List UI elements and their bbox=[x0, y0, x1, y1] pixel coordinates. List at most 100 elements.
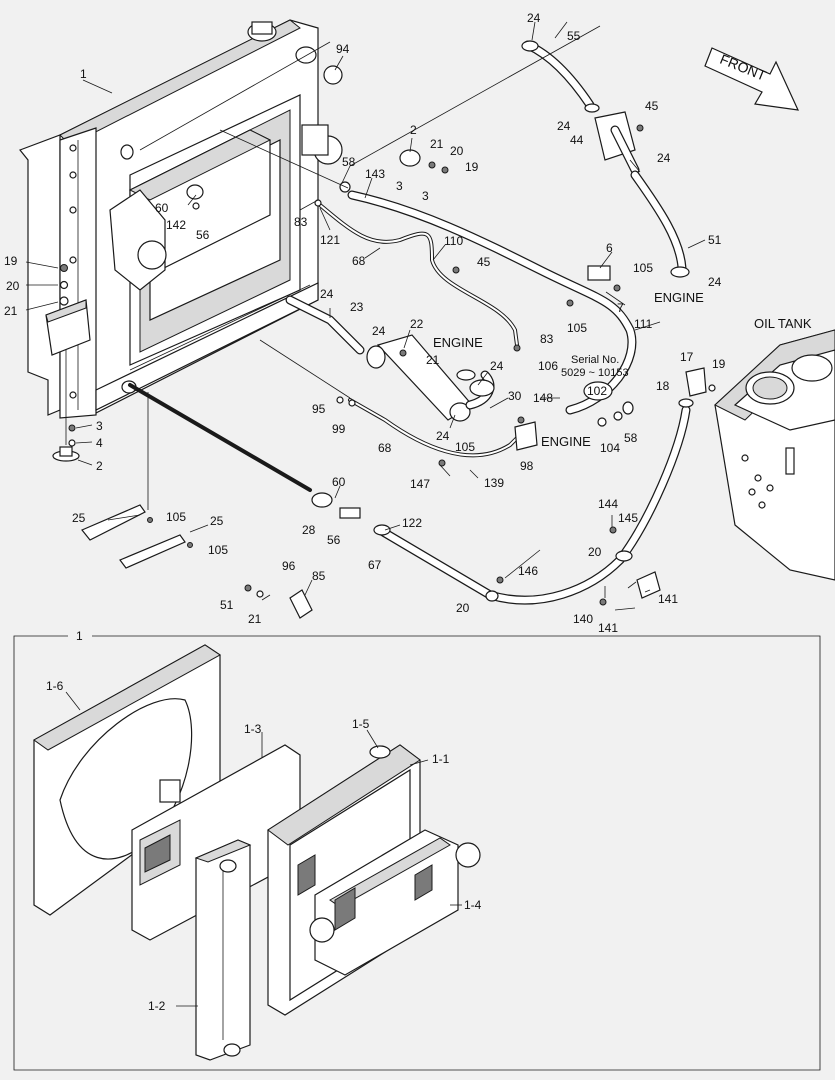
callout-102-lower: 105 bbox=[455, 440, 475, 454]
callout-56: 56 bbox=[196, 228, 210, 242]
callout-56-lower: 56 bbox=[327, 533, 341, 547]
callout-95: 94 bbox=[336, 42, 350, 56]
callout-147: 147 bbox=[410, 477, 430, 491]
callout-45-right: 25 bbox=[210, 514, 224, 528]
callout-55: 28 bbox=[302, 523, 316, 537]
callout-1: 1 bbox=[80, 67, 87, 81]
callout-96: 95 bbox=[312, 402, 326, 416]
engine-label-top: ENGINE bbox=[654, 290, 704, 305]
callout-68-top: 21 bbox=[430, 137, 444, 151]
callout-22: 21 bbox=[426, 353, 440, 367]
callout-18: 18 bbox=[656, 379, 670, 393]
callout-141: 141 bbox=[598, 621, 618, 635]
callout-2-left: 2 bbox=[96, 459, 103, 473]
callout-28-mid: 45 bbox=[477, 255, 491, 269]
front-arrow: FRONT bbox=[704, 47, 800, 111]
callout-111: 121 bbox=[320, 233, 340, 247]
callout-84-lower: 68 bbox=[378, 441, 392, 455]
callout-numbers: 1 94 24 55 24 45 44 24 51 24 2 21 20 19 … bbox=[4, 11, 726, 635]
callout-21: 21 bbox=[248, 612, 262, 626]
callout-29: 51 bbox=[708, 233, 722, 247]
callout-20-right: 20 bbox=[588, 545, 602, 559]
callout-102-right: 105 bbox=[633, 261, 653, 275]
callout-84-top: 68 bbox=[352, 254, 366, 268]
inset-radiator-breakdown: 1 1-6 1-3 bbox=[13, 629, 821, 1071]
serial-part-number: 102 bbox=[587, 384, 607, 398]
callout-44-top: 19 bbox=[465, 160, 479, 174]
callout-25-engine: 24 bbox=[708, 275, 722, 289]
callout-25-ic2: 24 bbox=[372, 324, 386, 338]
callout-3-left: 3 bbox=[96, 419, 103, 433]
callout-25-engine2: 24 bbox=[490, 359, 504, 373]
callout-25-mid: 24 bbox=[657, 151, 671, 165]
callout-102-b1: 105 bbox=[166, 510, 186, 524]
callout-25-top: 24 bbox=[527, 11, 541, 25]
radiator-assembly bbox=[19, 19, 343, 419]
inset-label-1-4: 1-4 bbox=[464, 898, 482, 912]
callout-23: 22 bbox=[410, 317, 424, 331]
callout-145: 143 bbox=[365, 167, 385, 181]
callout-26: 30 bbox=[508, 389, 522, 403]
inset-label-1-1: 1-1 bbox=[432, 752, 450, 766]
callout-6: 6 bbox=[606, 241, 613, 255]
leader-lines bbox=[25, 21, 706, 611]
callout-106: 110 bbox=[444, 234, 463, 248]
callout-51-left: 20 bbox=[6, 279, 20, 293]
callout-102-mid: 105 bbox=[567, 321, 587, 335]
serial-part-oval bbox=[583, 381, 613, 401]
callout-143: 145 bbox=[618, 511, 638, 525]
callout-144: 142 bbox=[166, 218, 186, 232]
callout-148: 148 bbox=[533, 391, 553, 405]
callout-121: 122 bbox=[402, 516, 422, 530]
callout-140: 140 bbox=[573, 612, 593, 626]
callout-45-left: 25 bbox=[72, 511, 86, 525]
callout-110: 111 bbox=[634, 317, 653, 331]
engine-label-lower: ENGINE bbox=[541, 434, 591, 449]
location-labels: ENGINE ENGINE ENGINE OIL TANK Serial No.… bbox=[433, 290, 812, 449]
callout-17: 17 bbox=[680, 350, 694, 364]
callout-58-mid: 58 bbox=[624, 431, 638, 445]
bottom-brackets bbox=[81, 504, 313, 619]
callout-7: 7 bbox=[617, 301, 624, 315]
callout-30: 55 bbox=[567, 29, 581, 43]
hose-network bbox=[128, 40, 716, 606]
callout-102-b2: 105 bbox=[208, 543, 228, 557]
callout-51-top: 20 bbox=[450, 144, 464, 158]
callout-99: 98 bbox=[520, 459, 534, 473]
callout-4-top: 3 bbox=[396, 179, 403, 193]
callout-20-left: 20 bbox=[456, 601, 470, 615]
callout-25-thermo: 24 bbox=[557, 119, 571, 133]
engine-label-mid: ENGINE bbox=[433, 335, 483, 350]
left-mounting-parts bbox=[52, 264, 80, 462]
callout-85-top: 83 bbox=[294, 215, 308, 229]
callout-27: 44 bbox=[570, 133, 584, 147]
callout-68-left: 21 bbox=[4, 304, 18, 318]
callout-28-top: 45 bbox=[645, 99, 659, 113]
callout-142: 144 bbox=[598, 497, 618, 511]
callout-146: 146 bbox=[518, 564, 538, 578]
serial-range-label: 5029 ~ 10153 bbox=[561, 367, 629, 379]
callout-19: 19 bbox=[712, 357, 726, 371]
callout-98: 96 bbox=[282, 559, 296, 573]
serial-no-label: Serial No. bbox=[571, 354, 619, 366]
callout-24: 23 bbox=[350, 300, 364, 314]
callout-44-left: 19 bbox=[4, 254, 18, 268]
callout-2-top: 2 bbox=[410, 123, 417, 137]
callout-94: 85 bbox=[312, 569, 326, 583]
callout-67-lower: 60 bbox=[332, 475, 346, 489]
callout-60: 51 bbox=[220, 598, 234, 612]
callout-67: 60 bbox=[155, 201, 169, 215]
callout-104: 104 bbox=[600, 441, 620, 455]
inset-label-1-6: 1-6 bbox=[46, 679, 64, 693]
callout-85-mid: 83 bbox=[540, 332, 554, 346]
oil-tank-label: OIL TANK bbox=[754, 316, 812, 331]
callout-83: 67 bbox=[368, 558, 382, 572]
inset-label-1-2: 1-2 bbox=[148, 999, 166, 1013]
callout-4-left: 4 bbox=[96, 436, 103, 450]
callout-100: 99 bbox=[332, 422, 346, 436]
oil-tank bbox=[714, 329, 835, 581]
callout-25-ic: 24 bbox=[320, 287, 334, 301]
callout-58-top: 58 bbox=[342, 155, 356, 169]
inset-label-1-3: 1-3 bbox=[244, 722, 262, 736]
